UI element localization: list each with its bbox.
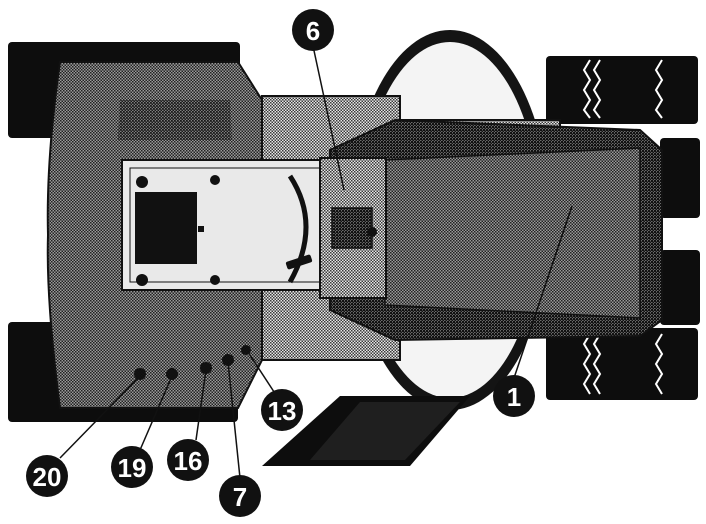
- callout-6: 6: [292, 9, 334, 51]
- callout-1: 1: [493, 375, 535, 417]
- callout-19-label: 19: [118, 453, 147, 483]
- callout-16: 16: [167, 439, 209, 481]
- callout-13: 13: [261, 389, 303, 431]
- callout-19: 19: [111, 446, 153, 488]
- callout-16-label: 16: [174, 446, 203, 476]
- callout-7: 7: [219, 475, 261, 517]
- front-wheels: [546, 56, 700, 400]
- callout-13-label: 13: [268, 396, 297, 426]
- discharge-chute: [262, 396, 470, 466]
- operator-platform: [121, 159, 333, 291]
- hood: [329, 118, 663, 342]
- control-knobs: [134, 345, 251, 380]
- callout-7-label: 7: [233, 482, 247, 512]
- callout-1-label: 1: [507, 382, 521, 412]
- dashboard-column: [319, 157, 387, 299]
- callout-6-label: 6: [306, 16, 320, 46]
- callout-20-label: 20: [33, 462, 62, 492]
- leader-lines: [59, 45, 573, 479]
- callout-20: 20: [26, 455, 68, 497]
